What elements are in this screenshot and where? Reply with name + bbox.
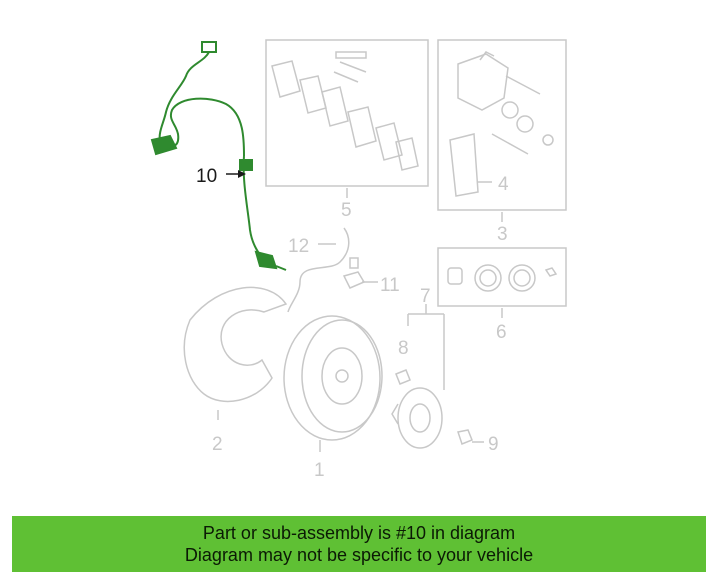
callout-9: 9 [488,434,499,455]
hub-nut [457,429,473,445]
callout-6: 6 [496,322,507,343]
abs-sensor-harness [150,41,287,271]
caliper-box [437,39,567,211]
caliper-bracket [449,133,479,197]
banner-line-disclaimer: Diagram may not be specific to your vehi… [184,545,534,565]
callout-4: 4 [498,174,509,195]
callout-2: 2 [212,434,223,455]
caliper-body [457,53,509,111]
callout-12: 12 [288,236,309,257]
callout-1: 1 [314,460,325,481]
harness-connector [201,41,217,53]
seal-kit-group [437,247,567,318]
piston-seal [501,101,519,119]
callout-5: 5 [341,200,352,221]
pad-shape [271,60,301,98]
callout-3: 3 [497,224,508,245]
banner-line-part: Part or sub-assembly is #10 in diagram [202,523,516,543]
pad-shape [375,122,403,161]
info-banner: Part or sub-assembly is #10 in diagram D… [12,516,706,572]
hub-bolt [395,369,411,385]
brake-pads-group [265,39,429,198]
hose-bracket [287,227,378,313]
pad-shape [395,137,419,171]
callout-7: 7 [420,286,431,307]
callout-8: 8 [398,338,409,359]
brake-rotor [283,315,383,452]
piston [516,115,534,133]
caliper-group [437,39,567,222]
wheel-speed-sensor [254,250,278,270]
clip-shape [333,51,367,83]
parts-diagram: 10 5 3 4 6 7 8 9 11 12 2 1 [150,39,567,481]
pad-shape [347,106,377,148]
pad-shape [321,86,349,127]
harness-clip [150,134,178,156]
seal-kit-box [437,247,567,307]
callout-11: 11 [380,275,400,296]
sensor-bracket [342,271,366,289]
splash-shield [183,286,288,403]
callout-10: 10 [196,166,217,187]
hub-assembly [391,304,484,449]
pads-box [265,39,429,187]
